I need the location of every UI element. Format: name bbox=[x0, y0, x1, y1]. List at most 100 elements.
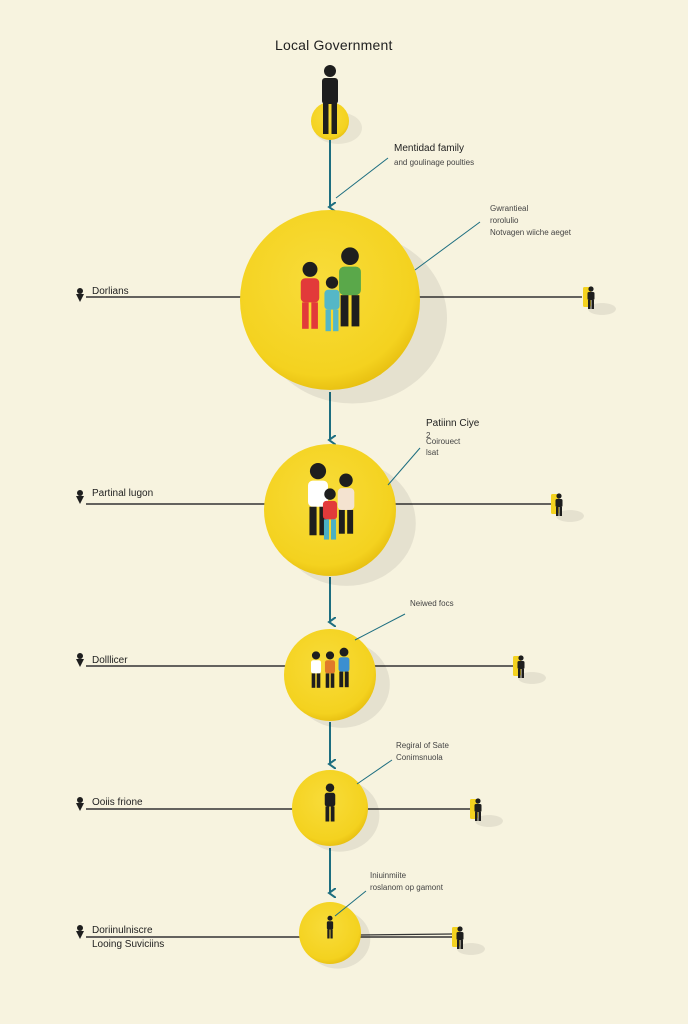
figure-shadow bbox=[475, 815, 503, 827]
leg bbox=[591, 300, 594, 309]
annotation-leader-6 bbox=[334, 890, 367, 917]
leg bbox=[588, 300, 591, 309]
note-level-1-line-2: and goulinage poulties bbox=[394, 158, 475, 167]
leg bbox=[330, 806, 335, 822]
branch-level-5 bbox=[76, 925, 485, 955]
note-level-6-line-1: Iniuinmiite bbox=[370, 871, 407, 880]
leg bbox=[457, 940, 460, 949]
annotation-leader-1 bbox=[335, 157, 389, 199]
leg bbox=[475, 812, 478, 821]
side-label-level-1: Dorlians bbox=[92, 286, 129, 297]
head bbox=[325, 651, 335, 660]
side-label-level-2: Partinal lugon bbox=[92, 488, 154, 499]
branch-level-2 bbox=[76, 490, 584, 522]
top-node-circle bbox=[311, 102, 349, 140]
torso bbox=[456, 932, 464, 940]
leg bbox=[347, 509, 354, 534]
figure-shadow bbox=[556, 510, 584, 522]
leg bbox=[351, 295, 360, 327]
pin-head bbox=[77, 925, 83, 931]
leg bbox=[338, 509, 345, 534]
head bbox=[309, 463, 327, 480]
torso bbox=[308, 480, 328, 507]
torso bbox=[338, 657, 350, 672]
person-icon bbox=[322, 65, 338, 134]
leg bbox=[556, 507, 559, 516]
torso bbox=[322, 500, 338, 520]
side-label-level-3: Dolllicer bbox=[92, 655, 128, 666]
leg bbox=[460, 940, 463, 949]
top-node bbox=[311, 65, 362, 144]
node-level-3 bbox=[284, 629, 390, 728]
pin-head bbox=[77, 288, 83, 294]
head bbox=[457, 926, 463, 932]
torso bbox=[517, 661, 525, 669]
head bbox=[339, 473, 353, 487]
head bbox=[556, 493, 562, 499]
pin-body bbox=[76, 931, 84, 939]
torso bbox=[324, 289, 340, 310]
note-level-6-line-2: roslanom op gamont bbox=[370, 883, 443, 892]
leg bbox=[323, 519, 329, 540]
head bbox=[311, 651, 321, 660]
family-group-icon bbox=[308, 463, 355, 540]
node-circle bbox=[284, 629, 376, 721]
node-level-5 bbox=[299, 902, 371, 969]
head bbox=[588, 286, 594, 292]
figure-shadow bbox=[457, 943, 485, 955]
note-level-3-line-4: lsat bbox=[426, 448, 439, 457]
figure-shadow bbox=[518, 672, 546, 684]
torso bbox=[324, 792, 336, 807]
pin-body bbox=[76, 496, 84, 504]
branch-level-4 bbox=[76, 797, 503, 827]
torso bbox=[555, 499, 563, 507]
head bbox=[324, 65, 336, 77]
leg bbox=[325, 806, 330, 822]
end-person-icon bbox=[513, 655, 546, 684]
leg bbox=[521, 669, 524, 678]
leg bbox=[339, 671, 344, 688]
note-level-2-line-3: Notvagen wiiche aeget bbox=[490, 228, 571, 237]
node-level-4 bbox=[292, 770, 380, 852]
head bbox=[341, 247, 359, 266]
diagram-title: Local Government bbox=[275, 37, 393, 53]
pin-body bbox=[76, 294, 84, 302]
end-person-icon bbox=[551, 493, 584, 522]
note-level-1-line-1: Mentidad family bbox=[394, 143, 465, 154]
head bbox=[325, 276, 339, 289]
head bbox=[475, 798, 481, 804]
torso bbox=[324, 660, 336, 674]
torso bbox=[474, 804, 482, 812]
note-level-3-line-1: Patiinn Ciye bbox=[426, 418, 480, 429]
annotation-leader-4 bbox=[354, 613, 406, 641]
leg bbox=[344, 671, 349, 688]
leg bbox=[340, 295, 349, 327]
group-icon bbox=[310, 647, 350, 688]
torso bbox=[587, 292, 595, 300]
pin-head bbox=[77, 653, 83, 659]
annotation-leader-5 bbox=[356, 759, 393, 785]
note-level-3-line-2: 2 bbox=[426, 431, 431, 440]
end-person-icon bbox=[470, 798, 503, 827]
torso bbox=[339, 266, 361, 296]
pin-head bbox=[77, 797, 83, 803]
person-pin-icon bbox=[76, 797, 84, 811]
torso bbox=[300, 278, 320, 303]
leg bbox=[325, 673, 330, 688]
torso bbox=[322, 78, 338, 104]
leg bbox=[478, 812, 481, 821]
note-level-2-line-2: rorolulio bbox=[490, 216, 519, 225]
torso bbox=[337, 488, 355, 510]
note-level-2-line-1: Gwrantieal bbox=[490, 204, 529, 213]
node-level-2 bbox=[264, 444, 416, 586]
leg bbox=[311, 302, 318, 329]
leg bbox=[330, 673, 335, 688]
torso bbox=[326, 921, 334, 930]
leg bbox=[331, 102, 337, 134]
node-circle bbox=[292, 770, 368, 846]
note-level-3-line-3: Coirouect bbox=[426, 437, 461, 446]
side-label-level-5: Doriinulniscre bbox=[92, 925, 153, 936]
node-circle bbox=[299, 902, 361, 964]
head bbox=[324, 488, 336, 500]
